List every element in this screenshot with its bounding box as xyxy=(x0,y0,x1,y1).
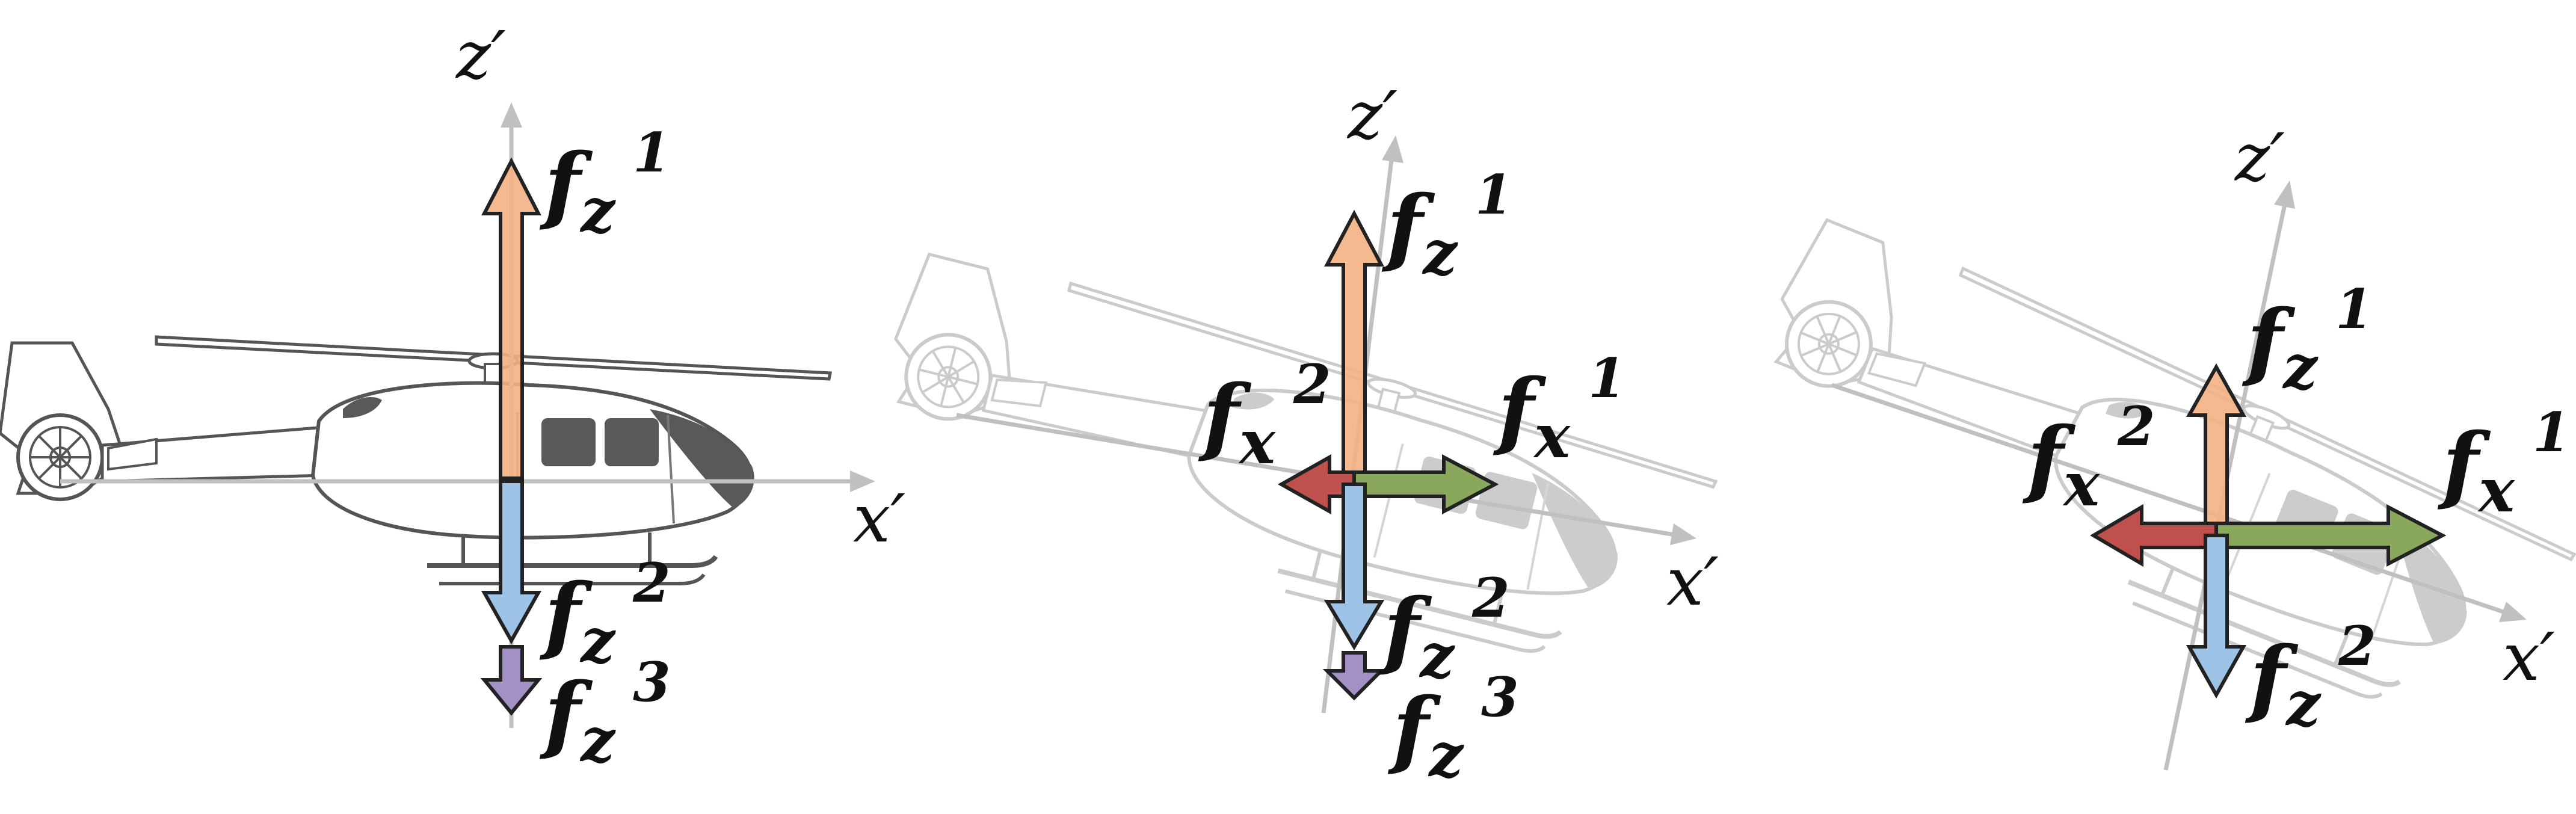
force-arrow-fz1-p3 xyxy=(2186,363,2247,534)
z-axis-label-3: z′ xyxy=(2234,119,2285,196)
force-label-fx1-p3: fx1 xyxy=(2437,401,2570,526)
force-arrow-fz3 xyxy=(480,645,543,716)
force-label-fz1: fz1 xyxy=(539,121,671,246)
force-arrow-fz1-p2 xyxy=(1324,209,1384,483)
force-label-fz1-p3: fz1 xyxy=(2242,277,2373,402)
force-label-fz2-p3: fz2 xyxy=(2245,614,2376,739)
force-arrow-fz2-p2 xyxy=(1323,483,1385,650)
force-label-fx2-p2: fx2 xyxy=(1198,353,1331,478)
z-axis-label-2: z′ xyxy=(1346,77,1397,154)
helicopter-2 xyxy=(859,245,1724,686)
helicopter-1 xyxy=(0,337,830,584)
force-label-fz3: fz3 xyxy=(539,650,671,775)
force-label-fz1-p2: fz1 xyxy=(1381,163,1513,288)
x-axis-label-2: x′ xyxy=(1666,543,1719,620)
panel-2-pitched: z′ x′ fz1 fx2 fx1 fz2 fz3 xyxy=(859,77,1724,791)
x-axis-label-3: x′ xyxy=(2503,618,2555,695)
panel-1-level-flight: z′ x′ fz1 fz2 fz3 xyxy=(0,17,905,775)
force-label-fz2: fz2 xyxy=(539,551,671,676)
force-arrow-fz2 xyxy=(481,479,542,645)
force-arrow-fx1-p3 xyxy=(2214,504,2447,567)
force-arrow-fx1-p2 xyxy=(1352,454,1499,514)
force-arrow-fz2-p3 xyxy=(2186,534,2247,699)
force-arrow-fz1 xyxy=(481,157,541,480)
z-axis-label-1: z′ xyxy=(455,17,506,94)
x-axis-3 xyxy=(1831,383,2527,622)
x-axis-1 xyxy=(60,470,875,492)
x-axis-label-1: x′ xyxy=(853,480,905,557)
force-arrow-fz3-p2 xyxy=(1322,651,1386,701)
panel-3-steep-pitch: z′ x′ fz1 fx2 fx1 fz2 xyxy=(1726,119,2576,771)
